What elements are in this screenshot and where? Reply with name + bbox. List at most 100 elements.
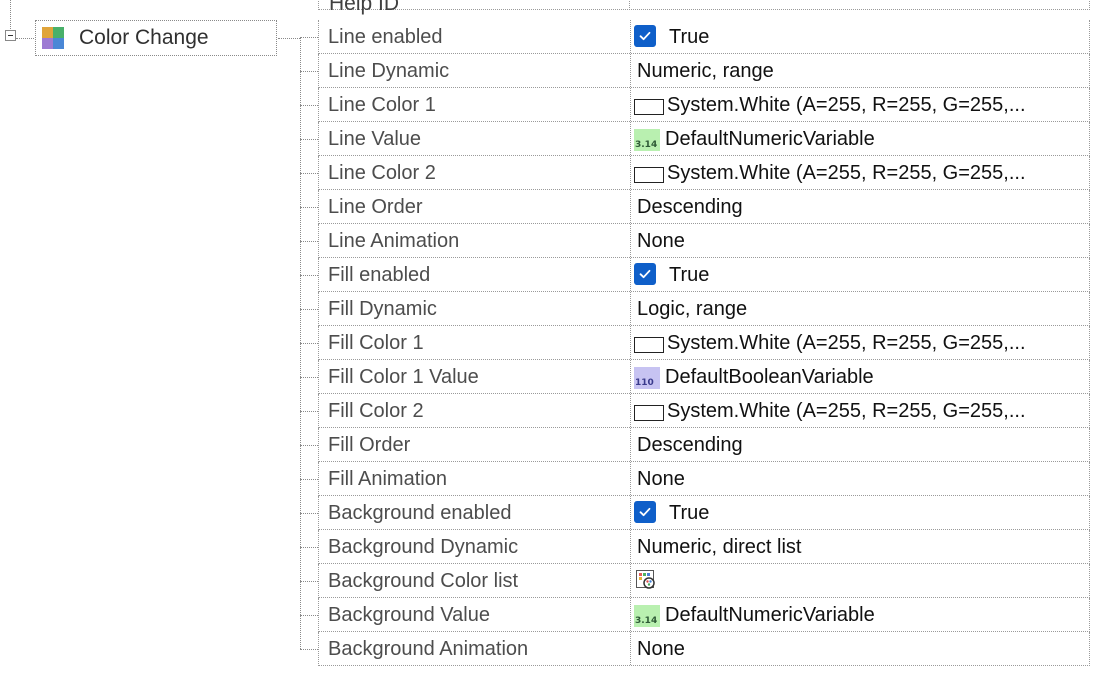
tree-line-node-to-grid <box>278 38 300 39</box>
property-name: Line enabled <box>328 26 443 48</box>
checkbox-checked-icon[interactable] <box>634 501 656 523</box>
color-swatch-icon <box>634 405 664 421</box>
tree-line-branch <box>300 547 318 548</box>
property-name: Fill enabled <box>328 264 431 286</box>
property-value-text: None <box>637 230 685 252</box>
property-row-fill-animation[interactable]: Fill Animation None <box>318 462 1090 496</box>
color-change-icon <box>42 27 64 49</box>
property-row-line-color-2[interactable]: Line Color 2 System.White (A=255, R=255, … <box>318 156 1090 190</box>
property-value[interactable]: Logic, range <box>630 292 1089 325</box>
property-value-text: True <box>669 264 710 286</box>
property-name: Background Dynamic <box>328 536 519 558</box>
property-row-background-dynamic[interactable]: Background Dynamic Numeric, direct list <box>318 530 1090 564</box>
property-value[interactable]: Descending <box>630 428 1089 461</box>
property-name: Fill Color 1 Value <box>328 366 479 388</box>
property-value[interactable]: System.White (A=255, R=255, G=255,... <box>630 326 1089 359</box>
collapse-toggle[interactable] <box>5 30 16 41</box>
boolean-variable-icon: 110 <box>634 367 660 389</box>
tree-line-branch <box>300 513 318 514</box>
property-value[interactable]: System.White (A=255, R=255, G=255,... <box>630 88 1089 121</box>
property-name: Help ID <box>329 0 400 15</box>
tree-line-branch <box>300 105 318 106</box>
property-row-line-order[interactable]: Line Order Descending <box>318 190 1090 224</box>
property-value-text: Descending <box>637 196 743 218</box>
property-value-text: True <box>669 26 710 48</box>
tree-line-branch <box>300 479 318 480</box>
tree-line-branch <box>300 581 318 582</box>
property-value[interactable]: True <box>630 258 1089 291</box>
tree-line-branch <box>300 139 318 140</box>
property-value-text: None <box>637 638 685 660</box>
property-value[interactable]: None <box>630 462 1089 495</box>
property-row-line-animation[interactable]: Line Animation None <box>318 224 1090 258</box>
color-swatch-icon <box>634 337 664 353</box>
property-name: Line Order <box>328 196 423 218</box>
variable-icon-label: 110 <box>635 378 654 388</box>
numeric-variable-icon: 3.14 <box>634 605 660 627</box>
tree-line-branch <box>300 71 318 72</box>
property-name: Fill Animation <box>328 468 447 490</box>
property-value[interactable]: System.White (A=255, R=255, G=255,... <box>630 156 1089 189</box>
property-value[interactable]: System.White (A=255, R=255, G=255,... <box>630 394 1089 427</box>
tree-line-branch <box>300 37 318 38</box>
property-name: Line Animation <box>328 230 460 252</box>
property-value[interactable]: Numeric, range <box>630 54 1089 87</box>
property-value[interactable]: 110 DefaultBooleanVariable <box>630 360 1089 393</box>
tree-line-root <box>10 0 11 29</box>
property-name: Background enabled <box>328 502 512 524</box>
property-row-fill-color-2[interactable]: Fill Color 2 System.White (A=255, R=255, … <box>318 394 1090 428</box>
property-name: Fill Color 2 <box>328 400 424 422</box>
property-value-text: Numeric, direct list <box>637 536 802 558</box>
property-value[interactable]: True <box>630 496 1089 529</box>
property-value-text: DefaultBooleanVariable <box>665 366 874 388</box>
property-row-background-enabled[interactable]: Background enabled True <box>318 496 1090 530</box>
checkbox-checked-icon[interactable] <box>634 263 656 285</box>
tree-line-branch <box>300 377 318 378</box>
tree-line-branch <box>300 343 318 344</box>
property-row-fill-color-1-value[interactable]: Fill Color 1 Value 110 DefaultBooleanVaria… <box>318 360 1090 394</box>
property-name: Line Color 2 <box>328 162 436 184</box>
property-value-text: System.White (A=255, R=255, G=255,... <box>667 94 1026 116</box>
property-name: Fill Dynamic <box>328 298 437 320</box>
tree-line-branch <box>300 411 318 412</box>
variable-icon-label: 3.14 <box>635 616 658 626</box>
property-value-text: Logic, range <box>637 298 748 320</box>
property-row-background-value[interactable]: Background Value 3.14 DefaultNumericVariab… <box>318 598 1090 632</box>
property-value[interactable]: Descending <box>630 190 1089 223</box>
tree-line-node <box>16 38 34 39</box>
property-value[interactable]: Numeric, direct list <box>630 530 1089 563</box>
property-value-text: None <box>637 468 685 490</box>
color-list-icon[interactable] <box>635 569 657 591</box>
tree-line-branch <box>300 649 318 650</box>
checkbox-checked-icon[interactable] <box>634 25 656 47</box>
property-name: Line Value <box>328 128 422 150</box>
property-value-text: System.White (A=255, R=255, G=255,... <box>667 400 1026 422</box>
property-row-background-color-list[interactable]: Background Color list <box>318 564 1090 598</box>
tree-line-branch <box>300 207 318 208</box>
property-value[interactable]: 3.14 DefaultNumericVariable <box>630 598 1089 631</box>
property-name: Background Value <box>328 604 490 626</box>
property-value[interactable]: None <box>630 632 1089 665</box>
tree-line-branch <box>300 275 318 276</box>
property-value[interactable]: None <box>630 224 1089 257</box>
property-value-text: System.White (A=255, R=255, G=255,... <box>667 332 1026 354</box>
property-value-text: Numeric, range <box>637 60 774 82</box>
property-row-line-enabled[interactable]: Line enabled True <box>318 20 1090 54</box>
tree-node-label: Color Change <box>79 26 209 49</box>
property-value-text: DefaultNumericVariable <box>665 604 875 626</box>
property-row-fill-enabled[interactable]: Fill enabled True <box>318 258 1090 292</box>
property-value-text: True <box>669 502 710 524</box>
property-value-text: Descending <box>637 434 743 456</box>
property-value[interactable] <box>630 564 1089 597</box>
tree-node-color-change[interactable]: Color Change <box>35 20 277 56</box>
property-row-fill-dynamic[interactable]: Fill Dynamic Logic, range <box>318 292 1090 326</box>
property-value[interactable]: True <box>630 20 1089 53</box>
